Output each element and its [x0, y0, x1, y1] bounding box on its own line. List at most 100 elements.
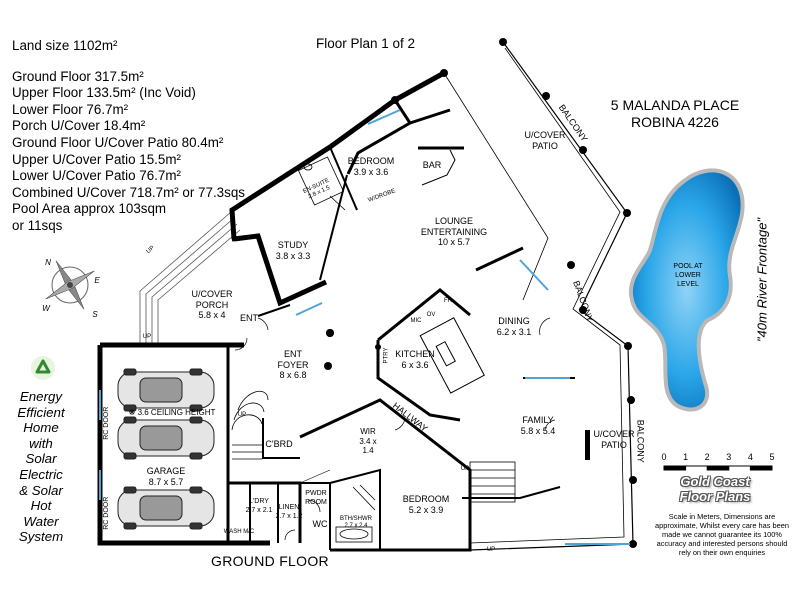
room-dim: 5.8 x 4	[198, 310, 226, 320]
room-balcony-right: BALCONY	[635, 419, 646, 463]
room-name: BEDROOM	[347, 156, 395, 166]
room-name: BEDROOM	[402, 494, 450, 504]
room-name: U/COVER	[524, 130, 566, 140]
scale-bar	[663, 465, 773, 471]
land-size: Land size 1102m²	[12, 38, 118, 53]
room-name: PORCH	[195, 299, 229, 310]
room-name: BTH/SHWR	[340, 516, 372, 522]
scale-labels: 0 1 2 3 4 5	[656, 452, 776, 464]
room-dim: 6.2 x 3.1	[496, 326, 532, 337]
room-name: 3.6 CEILING HEIGHT	[137, 408, 216, 417]
floor-label: GROUND FLOOR	[211, 553, 329, 569]
room-fr: FR	[444, 298, 452, 304]
room-dim: 1.4	[362, 446, 374, 455]
scale-tick: 4	[747, 452, 753, 462]
property-address: 5 MALANDA PLACE ROBINA 4226	[600, 97, 750, 131]
river-frontage-text: "40m River Frontage"	[754, 217, 770, 343]
recycle-icon	[31, 356, 55, 380]
scale-tick: 5	[769, 452, 775, 462]
room-name: KITCHEN	[395, 349, 435, 359]
compass-rose	[45, 260, 95, 310]
room-ent: ENT	[240, 313, 258, 323]
room-dim: 3.4 x	[359, 436, 377, 446]
room-dim: 3.9 x 3.6	[353, 166, 389, 177]
energy-line: Solar	[25, 451, 57, 467]
porch-steps	[139, 211, 241, 345]
room-name: STUDY	[277, 240, 309, 250]
rc-door-2: RC DOOR	[102, 496, 110, 530]
foyer-posts	[326, 329, 334, 337]
stat-line: Upper Floor 133.5m² (Inc Void)	[12, 85, 196, 101]
up-marker: UP	[237, 412, 247, 418]
room-mic: MIC	[410, 318, 422, 324]
car-3	[117, 486, 215, 530]
energy-line: with	[29, 435, 53, 451]
room-linen: LINEN 2.7 x 1.2	[276, 504, 303, 521]
up-marker: UP	[392, 97, 402, 103]
stat-line: Combined U/Cover 718.7m² or 77.3sqs	[12, 184, 245, 200]
room-dim: 5.2 x 3.9	[408, 504, 444, 515]
energy-line: Hot	[30, 498, 52, 514]
room-wir: WIR 3.4 x 1.4	[359, 427, 376, 456]
room-name: FAMILY	[522, 415, 554, 425]
room-name: U/COVER	[191, 289, 233, 299]
energy-note: Energy Efficient Home with Solar Electri…	[10, 389, 72, 545]
room-dim: 3.8 x 3.3	[275, 250, 311, 261]
room-name: LOWER	[675, 272, 701, 279]
room-name: ROOM	[305, 498, 327, 506]
energy-line: Electric	[19, 466, 63, 482]
car-1	[117, 368, 215, 412]
room-porch: U/COVER PORCH 5.8 x 4	[191, 289, 232, 321]
scale-tick: 0	[661, 452, 667, 462]
room-bthshwr: BTH/SHWR 2.7 x 2.4	[340, 516, 372, 530]
room-bedroom-1: BEDROOM 3.9 x 3.6	[348, 156, 395, 177]
area-summary: Land size 1102m² Ground Floor 317.5m² Up…	[12, 38, 312, 235]
room-name: PATIO	[532, 140, 558, 151]
room-dining: DINING 6.2 x 3.1	[497, 316, 532, 337]
room-cbrd: C'BRD	[265, 439, 293, 449]
brand-line-1: Gold Coast	[680, 474, 750, 489]
windows	[99, 109, 630, 545]
brand-logo: Gold Coast Floor Plans	[660, 474, 770, 504]
up-marker: UP	[486, 547, 496, 553]
stat-line: Porch U/Cover 18.4m²	[12, 118, 146, 134]
address-line-1: 5 MALANDA PLACE	[610, 97, 740, 113]
address-line-2: ROBINA 4226	[631, 114, 719, 130]
room-dim: 2.7 x 1.2	[275, 512, 303, 520]
room-ucover-patio-right: U/COVER PATIO	[593, 429, 634, 450]
room-lounge: LOUNGE ENTERTAINING 10 x 5.7	[421, 216, 487, 248]
compass-e: E	[94, 276, 100, 285]
scale-tick: 2	[704, 452, 710, 462]
bar-counter	[421, 149, 456, 186]
room-kitchen: KITCHEN 6 x 3.6	[395, 349, 435, 370]
cars	[117, 368, 215, 530]
up-marker: UP	[142, 334, 152, 340]
room-bar: BAR	[422, 160, 442, 170]
compass-w: W	[42, 304, 50, 313]
pool	[628, 168, 745, 412]
stat-line: Pool Area approx 103sqm	[12, 201, 167, 217]
room-family: FAMILY 5.8 x 5.4	[521, 415, 556, 436]
rc-door-1: RC DOOR	[102, 406, 110, 440]
energy-line: System	[18, 529, 64, 545]
room-name: DINING	[498, 316, 530, 326]
room-name: LOUNGE	[434, 216, 473, 226]
room-ldry: L'DRY 2.7 x 2.1	[246, 498, 273, 515]
ceiling-height-note: ❋ 3.6 CEILING HEIGHT	[129, 408, 216, 419]
hallway-guides	[299, 469, 331, 484]
room-garage: GARAGE 8.7 x 5.7	[147, 466, 186, 487]
room-name: U/COVER	[593, 429, 635, 439]
ensuite-fixtures	[297, 156, 346, 211]
room-dim: 2.7 x 2.1	[245, 506, 273, 514]
stairs	[231, 390, 516, 511]
room-ptry: PTRY	[383, 347, 390, 364]
stat-line: or 11sqs	[12, 217, 63, 233]
room-dim: 5.8 x 5.4	[520, 425, 556, 436]
bath	[335, 526, 373, 543]
patio-post	[585, 430, 590, 460]
energy-line: Water	[23, 513, 59, 529]
compass-n: N	[45, 258, 51, 267]
plan-title: Floor Plan 1 of 2	[316, 36, 416, 51]
room-name: L'DRY	[249, 498, 269, 505]
